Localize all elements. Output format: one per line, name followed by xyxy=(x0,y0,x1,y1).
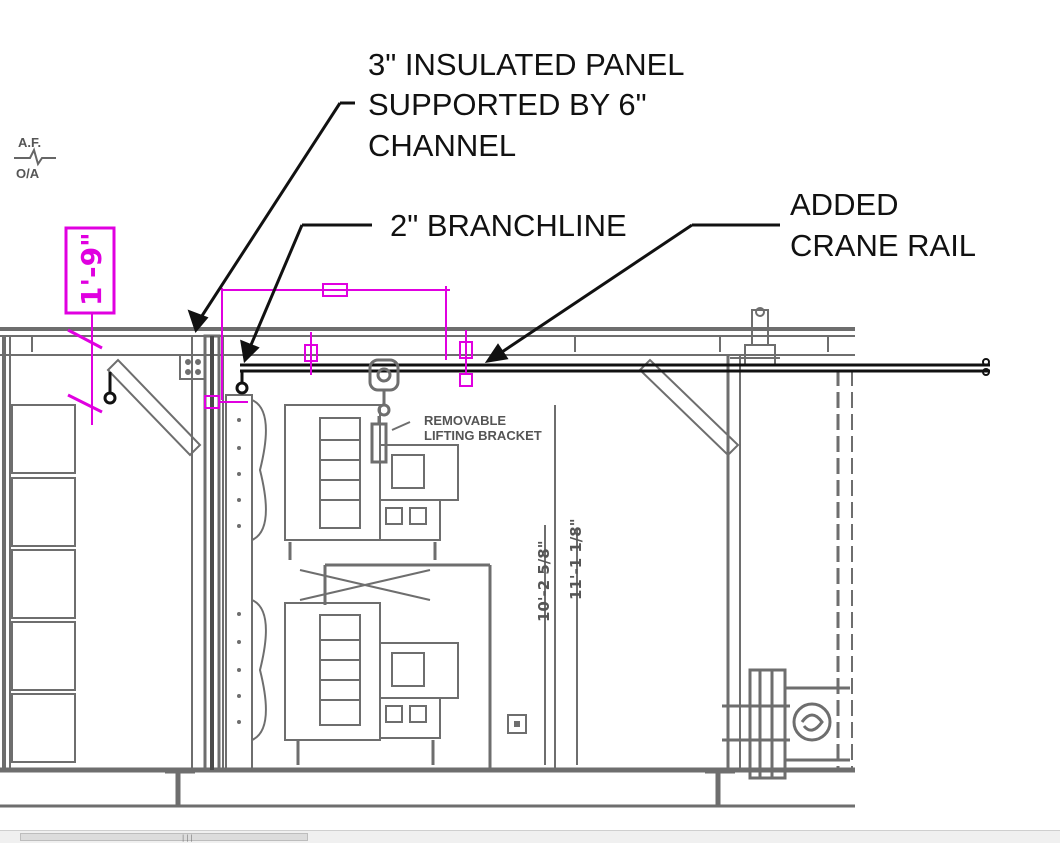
crane-rail xyxy=(103,358,990,405)
panel-callout-line2: SUPPORTED BY 6" xyxy=(368,87,647,122)
af-oa-symbol: A.F. O/A xyxy=(14,135,56,181)
unit-frame xyxy=(0,327,855,808)
lifting-note-line1: REMOVABLE xyxy=(424,413,506,428)
panel-callout-line3: CHANNEL xyxy=(368,128,516,163)
fan-lower xyxy=(251,569,459,765)
callout-leaders xyxy=(187,101,780,364)
access-port xyxy=(507,714,527,734)
coil-assembly xyxy=(722,668,850,780)
diagonal-braces xyxy=(106,358,740,457)
symbol-top-text: A.F. xyxy=(18,135,41,150)
branchline-callout: 2" BRANCHLINE xyxy=(390,208,627,243)
inner-column xyxy=(225,394,253,771)
lifting-bracket xyxy=(368,358,411,464)
crane-callout-line1: ADDED xyxy=(790,187,899,222)
crane-callout-line2: CRANE RAIL xyxy=(790,228,976,263)
panel-callout-line1: 3" INSULATED PANEL xyxy=(368,47,685,82)
corner-bracket xyxy=(179,354,206,380)
fan-upper xyxy=(251,399,459,560)
height-dimensions xyxy=(544,525,578,765)
filter-bank xyxy=(11,404,76,763)
symbol-bottom-text: O/A xyxy=(16,166,40,181)
clearance-dimension: 1'-9" xyxy=(75,232,108,306)
height-dimension-a: 10'-2 5/8" xyxy=(535,540,553,622)
scrollbar-thumb[interactable]: ||| xyxy=(20,833,308,842)
scrollbar-grip-icon: ||| xyxy=(181,834,194,842)
markup-annotations xyxy=(64,226,473,425)
lifting-note-line2: LIFTING BRACKET xyxy=(424,428,542,443)
horizontal-scrollbar[interactable]: ||| xyxy=(0,830,1060,843)
height-dimension-b: 11'-1 1/8" xyxy=(567,518,585,600)
